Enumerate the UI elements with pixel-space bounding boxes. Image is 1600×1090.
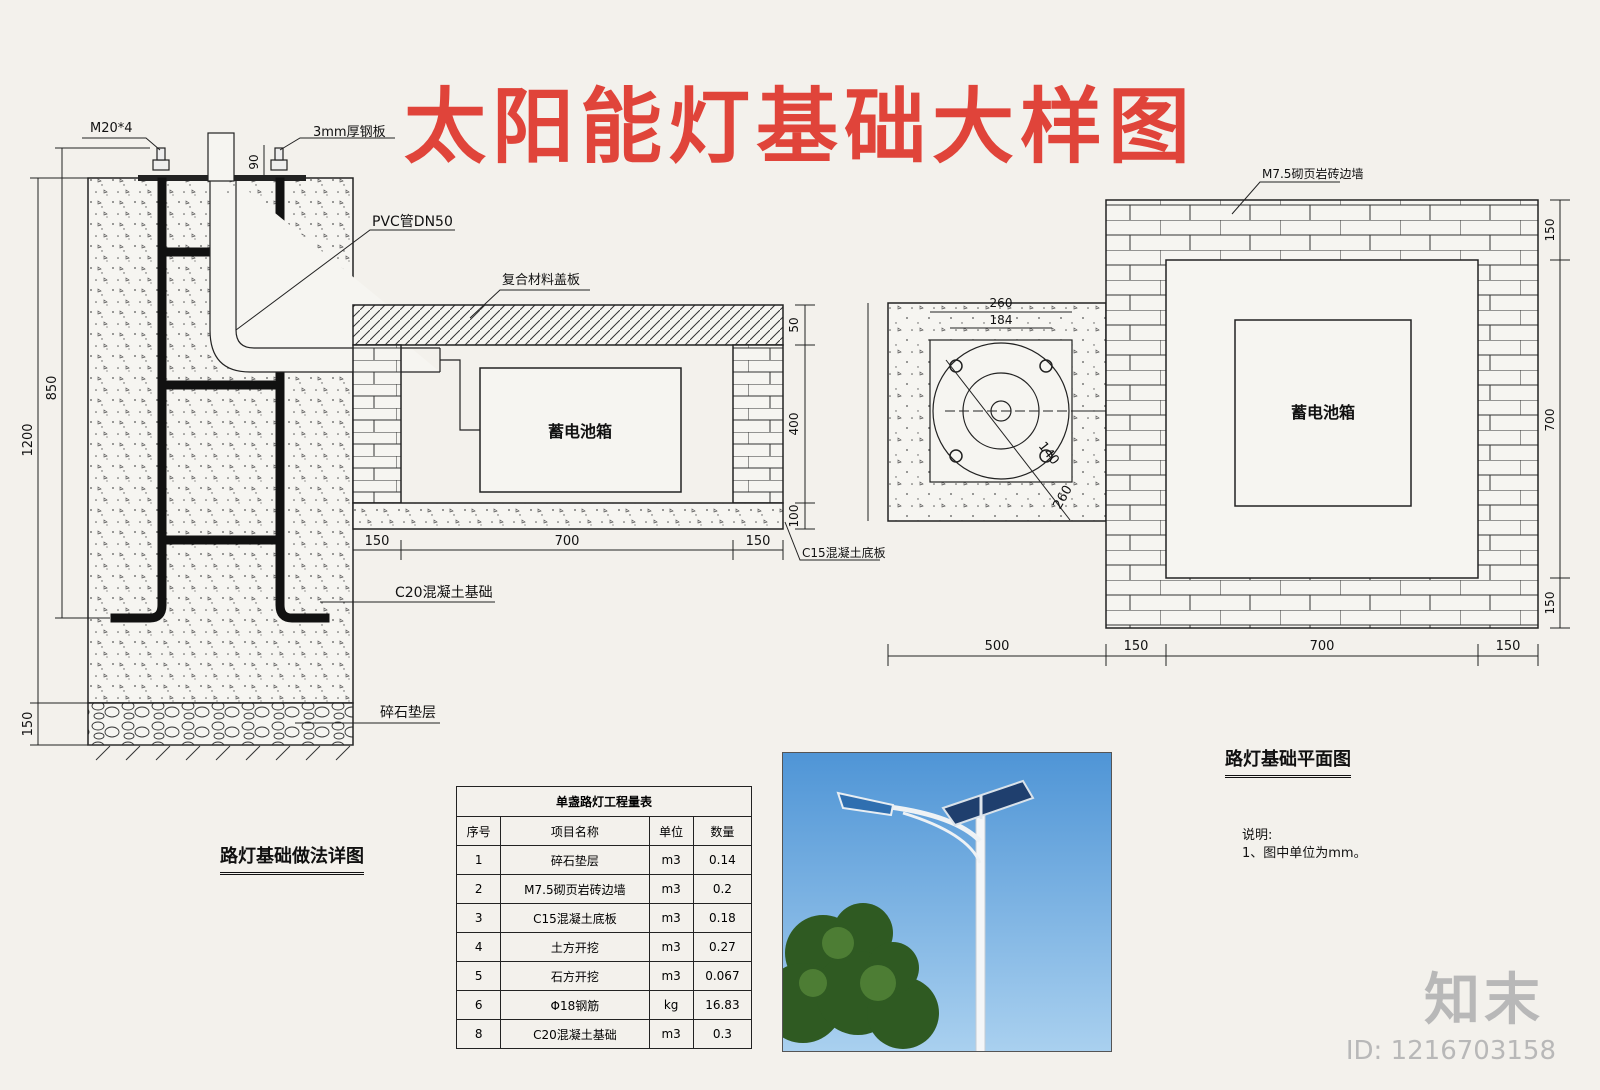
cell: 0.067 xyxy=(692,961,753,991)
dim-90: 90 xyxy=(247,154,261,169)
cell: m3 xyxy=(648,961,694,991)
notes-block: 说明: 1、图中单位为mm。 xyxy=(1242,827,1367,863)
image-id-watermark: ID: 1216703158 xyxy=(1345,1036,1556,1066)
cell: 0.18 xyxy=(692,903,753,933)
foundation-plan-drawing: 260 184 500 140 260 蓄电池箱 M7.5砌页岩砖边墙 150 … xyxy=(860,166,1570,666)
cell: kg xyxy=(648,990,694,1020)
cell: 土方开挖 xyxy=(500,932,650,962)
cell: m3 xyxy=(648,932,694,962)
col-header: 数量 xyxy=(692,816,753,846)
steel-plate-label: 3mm厚钢板 xyxy=(313,125,386,140)
cell: 8 xyxy=(455,1019,502,1049)
c15-base xyxy=(352,502,784,530)
cell: 4 xyxy=(455,932,502,962)
cell: M7.5砌页岩砖边墙 xyxy=(500,874,650,904)
dim-700-v: 700 xyxy=(1543,409,1557,432)
notes-line-1: 1、图中单位为mm。 xyxy=(1242,846,1367,861)
plan-caption: 路灯基础平面图 xyxy=(1225,745,1351,778)
drawing-title: 太阳能灯基础大样图 xyxy=(403,80,1196,175)
dim-150-top: 150 xyxy=(1543,219,1557,242)
gravel-label: 碎石垫层 xyxy=(380,705,436,721)
pvc-label: PVC管DN50 xyxy=(372,214,453,230)
section-caption: 路灯基础做法详图 xyxy=(220,842,364,875)
dim-260-top: 260 xyxy=(990,296,1013,310)
dim-400: 400 xyxy=(787,413,801,436)
foundation-section-drawing: 蓄电池箱 M20*4 3mm厚钢板 PVC管DN50 复合材料盖板 C20混凝土… xyxy=(21,121,886,761)
dim-700-b: 700 xyxy=(1310,639,1335,654)
cell: 0.3 xyxy=(692,1019,753,1049)
cell: C15混凝土底板 xyxy=(500,903,650,933)
cell: C20混凝土基础 xyxy=(500,1019,650,1049)
streetlight-photo xyxy=(782,752,1112,1052)
cell: m3 xyxy=(648,874,694,904)
cell: 5 xyxy=(455,961,502,991)
cell: 6 xyxy=(455,990,502,1020)
dim-150-b2: 150 xyxy=(1496,639,1521,654)
brand-watermark: 知末 xyxy=(1424,968,1544,1033)
cell: m3 xyxy=(648,903,694,933)
notes-heading: 说明: xyxy=(1242,828,1273,843)
cell: m3 xyxy=(648,845,694,875)
dim-850: 850 xyxy=(45,376,60,401)
bolt-label: M20*4 xyxy=(90,121,133,136)
battery-plan-label: 蓄电池箱 xyxy=(1291,403,1355,422)
cell: 2 xyxy=(455,874,502,904)
dim-100: 100 xyxy=(787,505,801,528)
battery-box-plan xyxy=(1234,319,1412,507)
table-title: 单盏路灯工程量表 xyxy=(456,786,752,816)
wall-label: M7.5砌页岩砖边墙 xyxy=(1262,166,1363,181)
cell: m3 xyxy=(648,1019,694,1049)
dim-184: 184 xyxy=(990,313,1013,327)
dim-50: 50 xyxy=(787,317,801,332)
cell: 碎石垫层 xyxy=(500,845,650,875)
dim-500-b: 500 xyxy=(985,639,1010,654)
gravel-layer xyxy=(87,702,354,746)
dim-150-bot: 150 xyxy=(1543,592,1557,615)
col-header: 项目名称 xyxy=(500,816,650,846)
dim-700: 700 xyxy=(555,534,580,549)
dim-150-a: 150 xyxy=(365,534,390,549)
composite-cover xyxy=(352,304,784,346)
cell: 0.14 xyxy=(692,845,753,875)
c20-label: C20混凝土基础 xyxy=(395,584,493,601)
dim-500-v: 500 xyxy=(860,401,861,424)
col-header: 序号 xyxy=(455,816,502,846)
dim-150-b: 150 xyxy=(746,534,771,549)
cell: 1 xyxy=(455,845,502,875)
cell: 石方开挖 xyxy=(500,961,650,991)
battery-label: 蓄电池箱 xyxy=(548,422,612,441)
dim-150-gravel: 150 xyxy=(21,712,36,737)
cell: 0.2 xyxy=(692,874,753,904)
cell: Φ18钢筋 xyxy=(500,990,650,1020)
c15-label: C15混凝土底板 xyxy=(802,545,886,560)
dim-150-b1: 150 xyxy=(1124,639,1149,654)
cell: 16.83 xyxy=(692,990,753,1020)
table-header-row: 序号 项目名称 单位 数量 xyxy=(455,816,753,846)
cell: 3 xyxy=(455,903,502,933)
cover-label: 复合材料盖板 xyxy=(502,273,580,288)
col-header: 单位 xyxy=(648,816,694,846)
battery-box xyxy=(479,367,682,493)
dim-1200: 1200 xyxy=(21,423,36,456)
cell: 0.27 xyxy=(692,932,753,962)
